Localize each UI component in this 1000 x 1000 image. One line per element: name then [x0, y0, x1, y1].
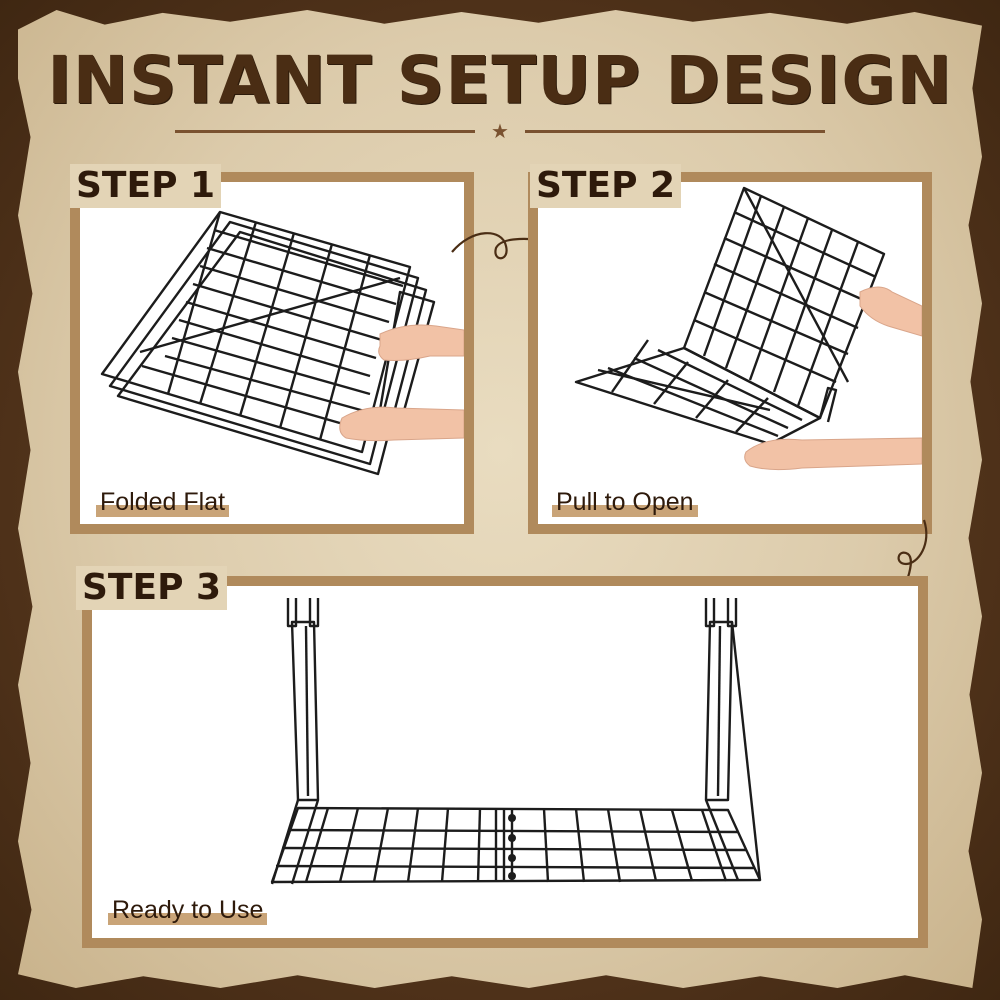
step3-caption-bar — [108, 913, 268, 925]
step2-label: STEP 2 — [530, 164, 682, 208]
title-divider-right — [525, 130, 825, 133]
step1-caption-wrap: Folded Flat — [96, 488, 230, 517]
step2-caption-wrap: Pull to Open — [552, 488, 698, 517]
step3-image-panel — [92, 586, 918, 938]
step1-image-panel — [80, 182, 464, 524]
folded-flat-rack-illustration — [100, 210, 464, 476]
step3-caption-wrap: Ready to Use — [108, 896, 268, 925]
step1-caption: Folded Flat — [100, 488, 226, 516]
step2-image-panel — [538, 182, 922, 524]
page-title: INSTANT SETUP DESIGN — [47, 42, 953, 119]
step3-caption: Ready to Use — [112, 896, 264, 924]
step2-caption: Pull to Open — [556, 488, 694, 516]
step3-label: STEP 3 — [76, 566, 228, 610]
ready-to-use-rack-illustration — [270, 598, 762, 885]
step2-caption-bar — [552, 505, 698, 517]
pull-to-open-rack-illustration — [574, 186, 922, 471]
step1-label: STEP 1 — [70, 164, 222, 208]
star-icon: ★ — [491, 119, 509, 143]
step1-caption-bar — [96, 505, 230, 517]
title-divider-left — [175, 130, 475, 133]
